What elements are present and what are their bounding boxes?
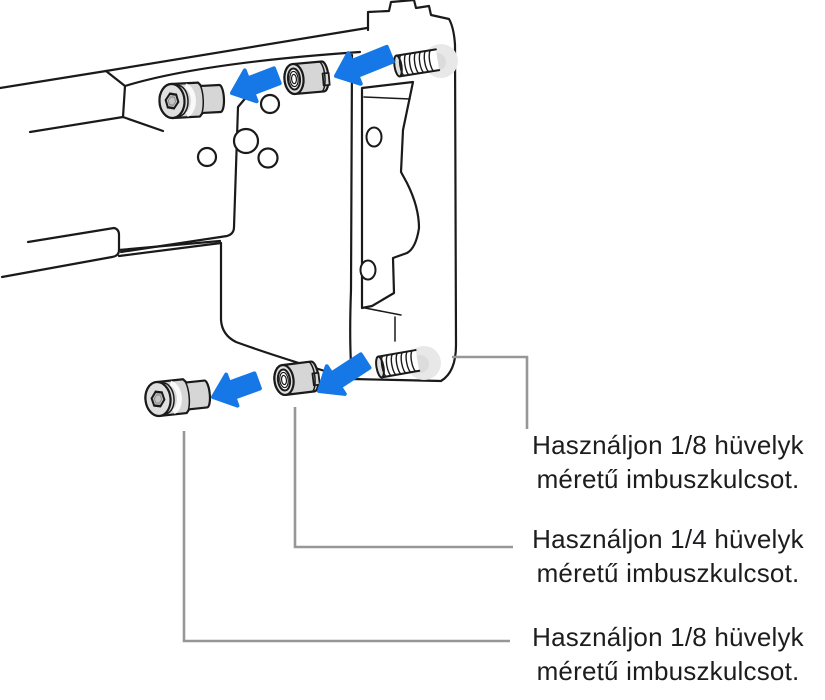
callout-label-line: méretű imbuszkulcsot. — [536, 464, 800, 494]
coupling-nut-bottom — [273, 360, 321, 397]
rail-silhouette — [0, 0, 456, 381]
rail-hole — [196, 146, 218, 168]
allen-screw-top — [158, 81, 226, 120]
callout-line-stud — [452, 355, 529, 429]
rail-hole — [259, 93, 281, 115]
slide-rail — [0, 26, 369, 381]
callout-label-line: Használjon 1/8 hüvelyk — [532, 430, 804, 460]
mounting-bracket — [349, 0, 458, 383]
callout-line-nut — [293, 407, 513, 549]
arrow-left-icon — [317, 352, 372, 396]
arrow-left-icon — [211, 371, 262, 408]
callout-label-line: Használjon 1/8 hüvelyk — [532, 622, 804, 652]
callout-label-line: méretű imbuszkulcsot. — [536, 558, 800, 588]
latch-hole — [359, 259, 377, 281]
latch-plate — [360, 80, 421, 310]
callout-line-screw — [182, 431, 510, 643]
latch-hole — [365, 126, 383, 148]
threaded-stud-bottom — [375, 346, 441, 380]
hex-socket-icon — [164, 92, 180, 110]
threaded-stud-top — [393, 44, 458, 78]
arrow-left-icon — [334, 44, 395, 86]
rail-hole — [232, 127, 260, 155]
callout-label-line: Használjon 1/4 hüvelyk — [532, 524, 804, 554]
callout-label-line: méretű imbuszkulcsot. — [536, 656, 800, 686]
coupling-nut-top — [283, 60, 331, 96]
callout-label-stud: Használjon 1/8 hüvelyk méretű imbuszkulc… — [517, 428, 819, 496]
callout-label-screw: Használjon 1/8 hüvelyk méretű imbuszkulc… — [517, 620, 819, 688]
arrow-left-icon — [230, 66, 282, 104]
rail-hole — [257, 147, 279, 169]
hex-socket-icon — [150, 390, 166, 408]
callout-label-nut: Használjon 1/4 hüvelyk méretű imbuszkulc… — [517, 522, 819, 590]
allen-screw-bottom — [144, 378, 212, 418]
